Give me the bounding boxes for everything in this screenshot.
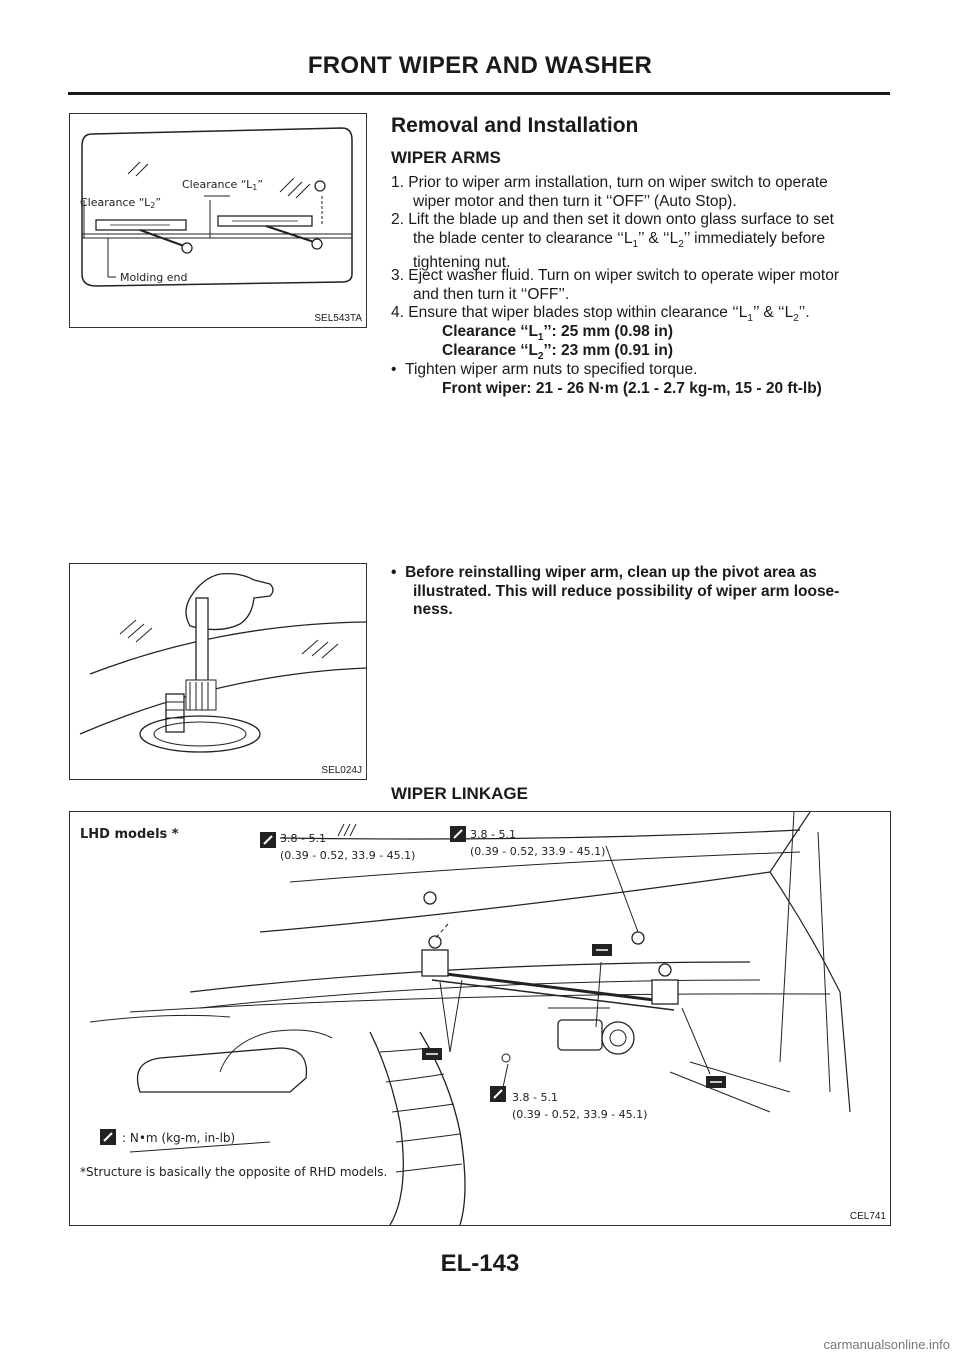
figure-code: SEL543TA bbox=[314, 313, 362, 324]
pivot-cleaning-illustration bbox=[79, 572, 367, 753]
torque-wrench-icon bbox=[490, 1086, 506, 1102]
torque-label-3-detail: (0.39 - 0.52, 33.9 - 45.1) bbox=[512, 1108, 647, 1121]
clearance-l2-spec: Clearance ‘‘L2’’: 23 mm (0.91 in) bbox=[442, 342, 673, 363]
models-label: LHD models * bbox=[80, 827, 179, 842]
page-title: FRONT WIPER AND WASHER bbox=[307, 52, 653, 79]
units-legend: : N•m (kg-m, in-lb) bbox=[122, 1131, 235, 1145]
reinstall-note: • Before reinstalling wiper arm, clean u… bbox=[391, 564, 840, 618]
step-4: 4. Ensure that wiper blades stop within … bbox=[391, 304, 810, 325]
wiper-linkage-illustration: LHD models * 3.8 - 5.1 (0.39 - 0.52, 33.… bbox=[80, 811, 851, 1226]
torque-label-2: 3.8 - 5.1 bbox=[470, 828, 516, 841]
structure-footnote: *Structure is basically the opposite of … bbox=[80, 1165, 387, 1179]
lubricate-icon bbox=[592, 944, 612, 956]
section-title: Removal and Installation bbox=[391, 114, 639, 137]
wiper-linkage-figure: LHD models * 3.8 - 5.1 (0.39 - 0.52, 33.… bbox=[69, 811, 891, 1226]
torque-label-1: 3.8 - 5.1 bbox=[280, 832, 326, 845]
torque-bullet: • Tighten wiper arm nuts to specified to… bbox=[391, 361, 698, 378]
torque-wrench-icon bbox=[100, 1129, 116, 1145]
torque-wrench-icon bbox=[260, 832, 276, 848]
lubricate-icon bbox=[706, 1076, 726, 1088]
clearance-l1-spec: Clearance ‘‘L1’’: 25 mm (0.98 in) bbox=[442, 323, 673, 344]
figure-code: SEL024J bbox=[321, 765, 362, 776]
page-number: EL-143 bbox=[440, 1250, 520, 1277]
clearance-illustration: Clearance “L1” Clearance “L2” Molding en… bbox=[80, 127, 353, 287]
torque-label-2-detail: (0.39 - 0.52, 33.9 - 45.1) bbox=[470, 845, 605, 858]
header-divider bbox=[68, 92, 890, 95]
torque-label-1-detail: (0.39 - 0.52, 33.9 - 45.1) bbox=[280, 849, 415, 862]
step-2: 2. Lift the blade up and then set it dow… bbox=[391, 211, 834, 272]
wiper-arms-heading: WIPER ARMS bbox=[391, 148, 501, 167]
clearance-figure: Clearance “L1” Clearance “L2” Molding en… bbox=[69, 113, 367, 328]
clearance-l1-label: Clearance “L1” bbox=[182, 178, 263, 192]
step-3: 3. Eject washer fluid. Turn on wiper swi… bbox=[391, 267, 839, 303]
figure-code: CEL741 bbox=[849, 1211, 886, 1222]
torque-spec: Front wiper: 21 - 26 N·m (2.1 - 2.7 kg-m… bbox=[442, 380, 822, 397]
molding-end-label: Molding end bbox=[120, 271, 188, 284]
torque-wrench-icon bbox=[450, 826, 466, 842]
torque-label-3: 3.8 - 5.1 bbox=[512, 1091, 558, 1104]
lubricate-icon bbox=[422, 1048, 442, 1060]
clearance-l2-label: Clearance “L2” bbox=[80, 196, 161, 210]
watermark: carmanualsonline.info bbox=[823, 1337, 950, 1352]
wiper-linkage-heading: WIPER LINKAGE bbox=[391, 784, 528, 803]
step-1: 1. Prior to wiper arm installation, turn… bbox=[391, 174, 828, 210]
pivot-cleaning-figure: SEL024J bbox=[69, 563, 367, 780]
